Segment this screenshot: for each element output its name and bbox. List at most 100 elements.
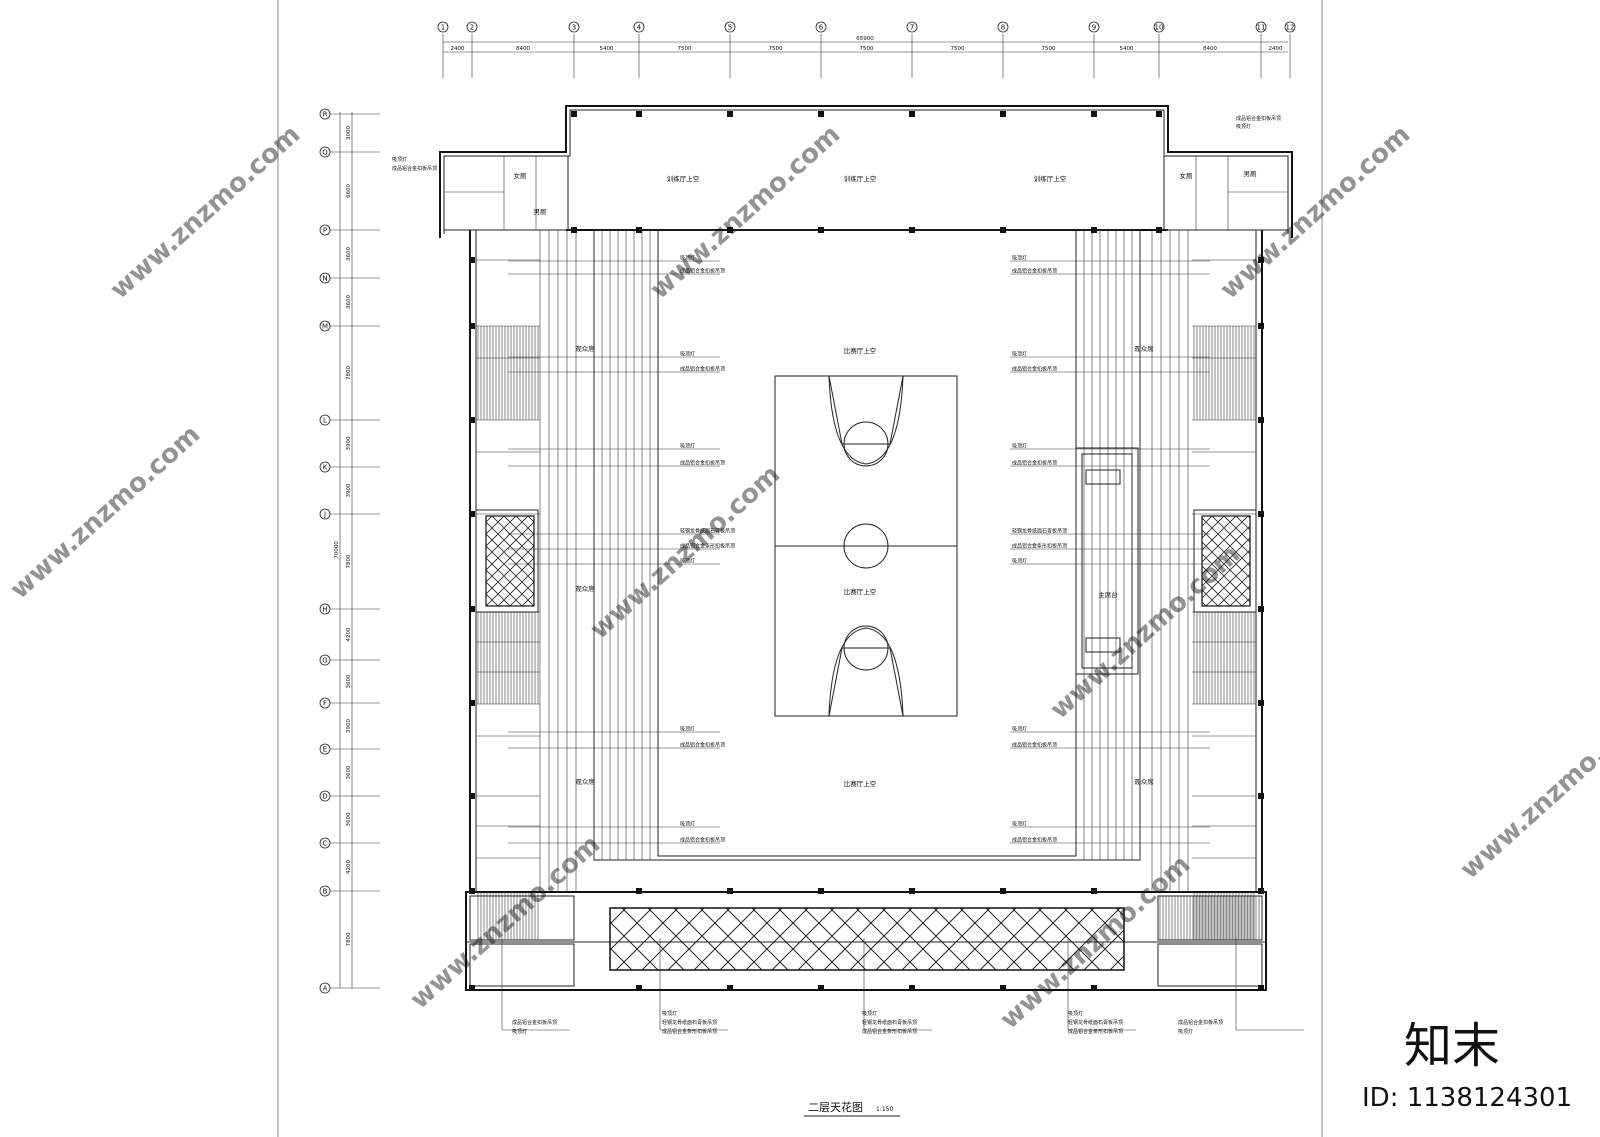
dimension-top: 7500 [769, 46, 783, 52]
watermark-text-6: www.znzmo.com [1045, 539, 1247, 725]
dimension-left: 3900 [346, 719, 352, 733]
stands-stripes [539, 230, 1189, 892]
axis-label-left: H [322, 606, 327, 614]
leader-note-right: 成品铝合金条形扣板吊顶 [1012, 543, 1067, 550]
room-label-audience-2: 观众席 [575, 584, 595, 593]
leader-note-left: 成品铝合金扣板吊顶 [680, 742, 725, 749]
room-label-women-right: 女厕 [1180, 171, 1194, 180]
leader-note-right: 轻钢龙骨纸面石膏板吊顶 [1012, 528, 1067, 535]
leader-note-left: 吸顶灯 [680, 443, 695, 450]
toilet-block-left: 女厕 男厕 [443, 155, 569, 231]
note-bottom-10: 轻钢龙骨纸面石膏板吊顶 [1068, 1019, 1123, 1026]
annotation-leaders: 吸顶灯吸顶灯成品铝合金扣板吊顶成品铝合金扣板吊顶吸顶灯吸顶灯成品铝合金扣板吊顶成… [501, 255, 1304, 1031]
watermark-text-3: www.znzmo.com [1215, 119, 1417, 305]
note-toilet-right-1: 成品铝合金扣板吊顶 [1236, 115, 1281, 122]
dimension-top: 7500 [1042, 46, 1056, 52]
leader-note-left: 成品铝合金扣板吊顶 [680, 268, 725, 275]
axis-label-top: 11 [1257, 24, 1266, 32]
total-height-dimension: 70000 [334, 541, 340, 559]
axis-bubble-left [319, 885, 331, 897]
dimension-left: 4200 [346, 627, 352, 641]
dimension-left: 4200 [346, 860, 352, 874]
axis-bubble-top [906, 21, 918, 33]
axis-label-top: 2 [470, 24, 474, 32]
note-bottom-1: 成品铝合金扣板吊顶 [512, 1019, 557, 1026]
axis-label-left: C [323, 840, 328, 848]
watermark-text-2: www.znzmo.com [645, 119, 847, 305]
dimension-left: 3600 [346, 247, 352, 261]
leader-note-left: 成品铝合金扣板吊顶 [680, 366, 725, 373]
note-bottom-8: 成品铝合金条形扣板吊顶 [862, 1028, 917, 1035]
dimension-left: 3600 [346, 295, 352, 309]
dimension-top: 2400 [1269, 46, 1283, 52]
leader-note-right: 吸顶灯 [1012, 255, 1027, 262]
dimension-left: 3900 [346, 483, 352, 497]
leader-note-left: 成品铝合金扣板吊顶 [680, 837, 725, 844]
axis-bubble-left [319, 508, 331, 520]
room-label-audience-5: 观众席 [1134, 777, 1154, 786]
lattice-panel-left [485, 515, 535, 607]
drawing-title-block: 二层天花图 1:150 [804, 1101, 900, 1117]
leader-note-left: 吸顶灯 [680, 821, 695, 828]
total-width-dimension: 65900 [856, 36, 874, 42]
axis-label-left: M [322, 323, 328, 331]
axis-bubble-left [319, 982, 331, 994]
note-bottom-7: 轻钢龙骨纸面石膏板吊顶 [862, 1019, 917, 1026]
dimension-left: 7800 [346, 554, 352, 568]
axis-label-top: 10 [1155, 24, 1164, 32]
axis-bubble-top [1153, 21, 1165, 33]
note-bottom-13: 吸顶灯 [1178, 1028, 1193, 1035]
bottom-notes: 成品铝合金扣板吊顶 吸顶灯 吸顶灯 轻钢龙骨纸面石膏板吊顶 成品铝合金条形扣板吊… [512, 1010, 1223, 1035]
dimension-left: 7800 [346, 932, 352, 946]
axis-label-left: G [322, 657, 327, 665]
structural-columns [469, 111, 1264, 991]
axis-bubble-left [319, 790, 331, 802]
leader-note-left: 吸顶灯 [680, 558, 695, 565]
leader-note-right: 吸顶灯 [1012, 351, 1027, 358]
axis-label-left: Q [322, 149, 328, 157]
room-label-men: 男厕 [1244, 170, 1258, 178]
leader-note-left: 成品铝合金条形扣板吊顶 [680, 543, 735, 550]
axis-label-left: P [323, 227, 327, 235]
dimension-left: 7800 [346, 366, 352, 380]
axis-bubble-left [319, 837, 331, 849]
basketball-court [774, 375, 958, 717]
axis-bubble-top [815, 21, 827, 33]
axis-label-left: R [323, 111, 328, 119]
watermark-text-4: www.znzmo.com [5, 419, 207, 605]
top-dimension-chain: 65900 1240028400354004750057500675007750… [437, 21, 1296, 78]
axis-bubble-left [319, 461, 331, 473]
dimension-top: 5400 [600, 46, 614, 52]
note-toilet-left-1: 吸顶灯 [392, 156, 407, 163]
axis-label-top: 8 [1001, 24, 1005, 32]
watermark-text-7: www.znzmo.com [405, 829, 607, 1015]
note-bottom-11: 成品铝合金条形扣板吊顶 [1068, 1028, 1123, 1035]
podium: 主席台 [1075, 447, 1139, 675]
axis-label-top: 3 [572, 24, 576, 32]
drawing-scale: 1:150 [876, 1106, 893, 1113]
axis-label-top: 9 [1092, 24, 1096, 32]
leader-note-right: 成品铝合金扣板吊顶 [1012, 460, 1057, 467]
axis-bubble-top [1255, 21, 1267, 33]
leader-note-right: 成品铝合金扣板吊顶 [1012, 366, 1057, 373]
axis-bubble-top [633, 21, 645, 33]
leader-note-left: 轻钢龙骨纸面石膏板吊顶 [680, 528, 735, 535]
note-bottom-9: 吸顶灯 [1068, 1010, 1083, 1017]
axis-label-left: N [322, 275, 327, 283]
note-bottom-2: 吸顶灯 [512, 1028, 527, 1035]
watermark-id: ID: 1138124301 [1362, 1083, 1572, 1113]
axis-bubble-left [319, 320, 331, 332]
dimension-top: 7500 [951, 46, 965, 52]
room-label-audience-4: 观众席 [1134, 344, 1154, 353]
note-bottom-4: 轻钢龙骨纸面石膏板吊顶 [662, 1019, 717, 1026]
axis-label-left: K [323, 464, 328, 472]
axis-bubble-left [319, 743, 331, 755]
room-label-podium: 主席台 [1098, 590, 1118, 599]
dimension-top: 7500 [678, 46, 692, 52]
watermark-text-1: www.znzmo.com [105, 119, 307, 305]
leader-note-right: 成品铝合金扣板吊顶 [1012, 742, 1057, 749]
toilet-block-right: 女厕 男厕 [1163, 155, 1289, 231]
note-bottom-6: 吸顶灯 [862, 1010, 877, 1017]
leader-note-right: 成品铝合金扣板吊顶 [1012, 268, 1057, 275]
